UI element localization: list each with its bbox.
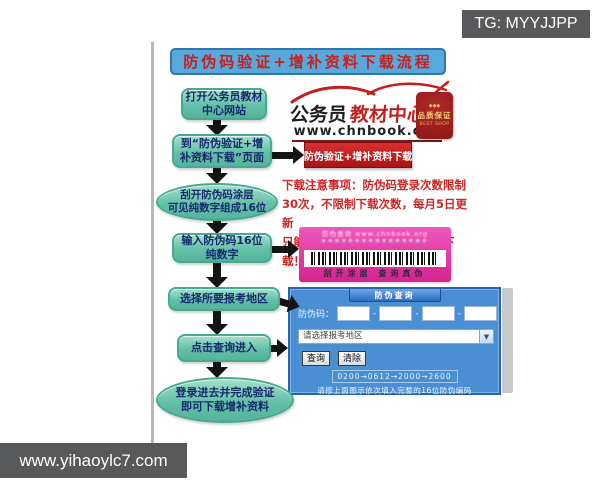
arrow-down-icon xyxy=(206,120,228,136)
quality-seal-icon: ◆◆◆ 品质保证 BEST SHOP xyxy=(416,92,453,139)
code-separator: - xyxy=(457,308,461,319)
flow-node-click-query: 点击查询进入 xyxy=(177,334,271,362)
sticker-url-line: 防伪查询 www.chnbook.org xyxy=(322,230,428,238)
seal-subtext: BEST SHOP xyxy=(419,122,450,127)
page-title: 防伪码验证+增补资料下载流程 xyxy=(170,48,446,75)
telegram-badge: TG: MYYJJPP xyxy=(462,10,590,38)
arrow-right-icon xyxy=(272,146,304,164)
code-input-1[interactable] xyxy=(337,306,371,321)
anticounterfeit-query-panel: 防伪查询 防伪码： - - - 请选择报考地区 ▼ 查询 清除 0200→061… xyxy=(288,287,501,395)
form-instruction-text: 请按上面图示依次填入完整的16位防伪编码 xyxy=(317,386,472,395)
code-input-3[interactable] xyxy=(421,306,455,321)
sticker-scratch-line: 刮开涂层 查询真伪 xyxy=(323,269,427,278)
arrow-down-icon xyxy=(206,310,228,335)
flow-node-login-and-download: 登录进去并完成验证 即可下载增补资料 xyxy=(156,377,294,423)
query-panel-tab[interactable]: 防伪查询 xyxy=(348,289,441,302)
flow-node-goto-download-page: 到“防伪验证+增 补资料下载”页面 xyxy=(172,134,272,168)
code-separator: - xyxy=(415,308,419,319)
code-example-box: 0200→0612→2000→2600 xyxy=(331,370,458,383)
query-button[interactable]: 查询 xyxy=(302,351,330,366)
website-watermark-badge: www.yihaoylc7.com xyxy=(0,443,187,478)
code-input-row: 防伪码： - - - xyxy=(298,306,497,321)
chevron-down-icon[interactable]: ▼ xyxy=(479,330,493,343)
seal-ornament: ◆◆◆ xyxy=(428,103,441,109)
download-banner-button[interactable]: 防伪验证+增补资料下载 xyxy=(304,142,412,168)
barcode-icon xyxy=(304,250,446,267)
arrow-down-icon xyxy=(206,262,228,288)
region-select[interactable]: 请选择报考地区 ▼ xyxy=(298,329,494,344)
flow-node-enter-code: 输入防伪码16位 纯数字 xyxy=(172,233,272,263)
logo-brand-text: 公务员教材中心 xyxy=(289,100,427,127)
clear-button[interactable]: 清除 xyxy=(338,351,366,366)
chnbook-logo: 公务员教材中心 www.chnbook.org ◆◆◆ 品质保证 BEST SH… xyxy=(288,80,454,142)
flow-node-select-region: 选择所要报考地区 xyxy=(168,287,280,311)
arrow-down-icon xyxy=(206,219,228,234)
arrow-down-icon xyxy=(206,166,228,184)
logo-brand-black: 公务员 xyxy=(289,104,348,126)
form-buttons-row: 查询 清除 xyxy=(302,351,366,366)
arrow-right-icon xyxy=(272,240,299,258)
code-input-4[interactable] xyxy=(463,306,497,321)
anticounterfeit-sticker: 防伪查询 www.chnbook.org **************** 刮开… xyxy=(299,227,451,282)
logo-swoosh-icon xyxy=(290,80,450,104)
code-input-2[interactable] xyxy=(379,306,413,321)
flow-node-open-website: 打开公务员教材 中心网站 xyxy=(181,88,267,120)
sticker-code-line: **************** xyxy=(321,238,429,248)
logo-url-link[interactable]: www.chnbook.org xyxy=(292,124,442,142)
code-separator: - xyxy=(373,308,377,319)
arrow-right-icon xyxy=(269,339,288,357)
seal-label: 品质保证 xyxy=(417,111,452,120)
arrow-down-icon xyxy=(206,361,228,378)
flow-node-scratch-coating: 刮开防伪码涂层 可见纯数字组成16位 xyxy=(156,183,278,221)
code-label: 防伪码： xyxy=(298,310,335,320)
page-left-rule xyxy=(151,42,154,443)
region-select-value: 请选择报考地区 xyxy=(303,331,363,341)
scrollbar[interactable] xyxy=(502,288,513,393)
